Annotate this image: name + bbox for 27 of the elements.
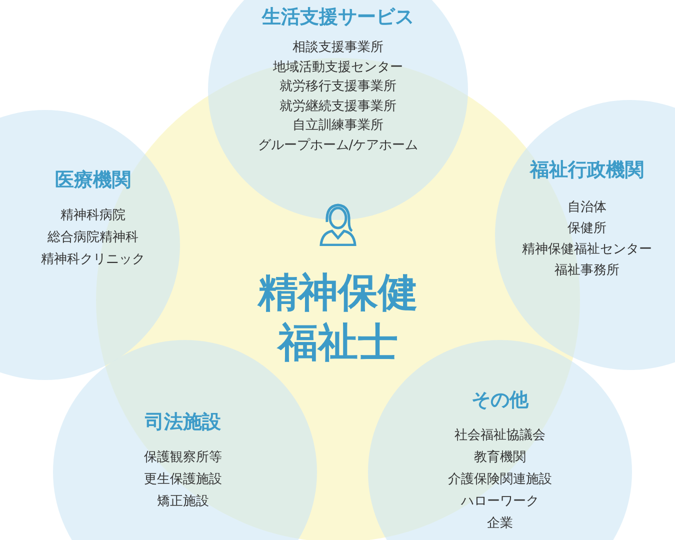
list-item: 介護保険関連施設	[448, 471, 552, 489]
list-item: 精神保健福祉センター	[522, 241, 652, 259]
category-heading: 生活支援サービス	[260, 5, 415, 30]
list-item: 精神科クリニック	[41, 251, 145, 269]
list-item: 地域活動支援センター	[273, 58, 403, 76]
list-item: 就労継続支援事業所	[280, 98, 396, 116]
list-item: 企業	[487, 515, 513, 533]
category-heading: 司法施設	[144, 410, 222, 435]
list-item: ハローワーク	[461, 493, 539, 511]
list-item: 自立訓練事業所	[292, 117, 384, 135]
center-title: 精神保健福祉士	[256, 269, 419, 368]
list-item: 保護観察所等	[144, 449, 222, 467]
category-heading: 医療機関	[54, 168, 132, 193]
list-item: 保健所	[568, 220, 606, 238]
category-heading: 福祉行政機関	[528, 158, 645, 183]
list-item: 精神科病院	[60, 207, 126, 225]
list-item: 更生保護施設	[144, 471, 222, 489]
list-item: 就労移行支援事業所	[280, 78, 396, 96]
list-item: 福祉事務所	[554, 262, 620, 280]
list-item: グループホーム/ケアホーム	[258, 136, 418, 154]
list-item: 自治体	[568, 199, 606, 217]
list-item: 社会福祉協議会	[454, 427, 546, 445]
list-item: 教育機関	[474, 448, 526, 467]
category-heading: その他	[470, 388, 530, 413]
list-item: 矯正施設	[157, 493, 209, 511]
list-item: 総合病院精神科	[48, 229, 138, 247]
list-item: 相談支援事業所	[292, 39, 384, 57]
